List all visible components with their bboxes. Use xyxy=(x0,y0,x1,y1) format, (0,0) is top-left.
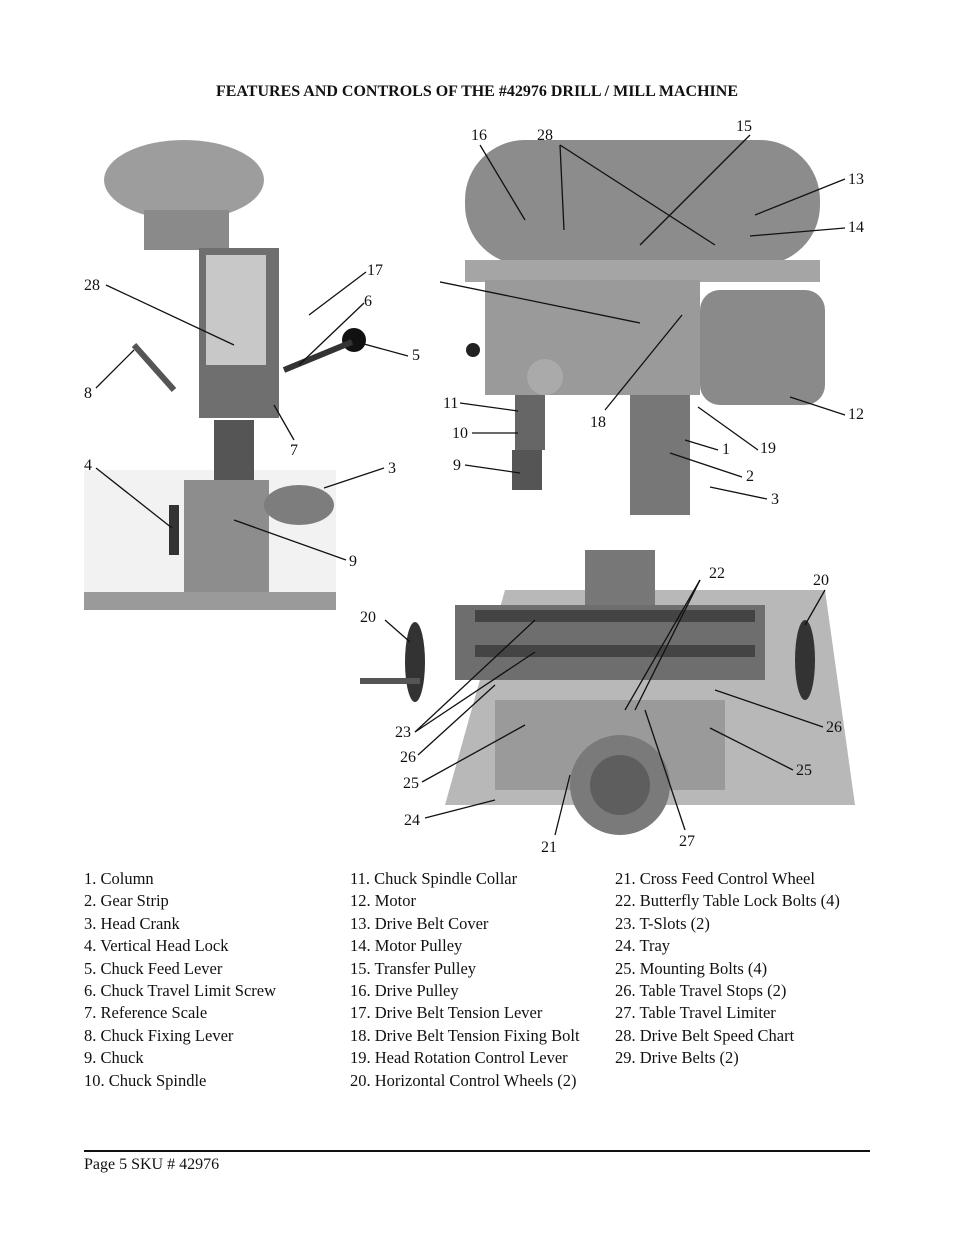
part-item: 27. Table Travel Limiter xyxy=(615,1003,776,1023)
parts-list-col1: 1. Column 2. Gear Strip 3. Head Crank 4.… xyxy=(84,868,276,1092)
part-item: 17. Drive Belt Tension Lever xyxy=(350,1003,543,1023)
callout-8: 8 xyxy=(84,385,92,402)
part-item: 1. Column xyxy=(84,869,154,888)
part-item: 18. Drive Belt Tension Fixing Bolt xyxy=(350,1025,580,1045)
part-item: 6. Chuck Travel Limit Screw xyxy=(84,981,277,1001)
callout-25-right: 25 xyxy=(796,762,812,779)
callout-3: 3 xyxy=(771,491,779,508)
part-item: 9. Chuck xyxy=(84,1048,144,1068)
front-view-figure: 28 17 6 5 8 7 4 3 9 xyxy=(84,140,420,610)
side-view-figure: 16 28 15 13 14 11 10 9 18 1 19 2 3 12 xyxy=(440,118,864,515)
callout-22: 22 xyxy=(709,565,725,582)
part-item: 16. Drive Pulley xyxy=(350,981,459,1001)
callout-19: 19 xyxy=(760,440,776,457)
callout-28: 28 xyxy=(537,127,553,144)
page-footer: Page 5 SKU # 42976 xyxy=(84,1156,220,1173)
machine-side-illustration xyxy=(465,140,825,515)
part-item: 20. Horizontal Control Wheels (2) xyxy=(350,1070,577,1090)
cross-table-illustration xyxy=(360,550,855,835)
parts-list-col3: 21. Cross Feed Control Wheel 22. Butterf… xyxy=(615,868,840,1070)
part-item: 8. Chuck Fixing Lever xyxy=(84,1025,234,1045)
part-item: 5. Chuck Feed Lever xyxy=(84,958,223,978)
part-item: 28. Drive Belt Speed Chart xyxy=(615,1025,795,1045)
part-item: 24. Tray xyxy=(615,936,671,956)
callout-12: 12 xyxy=(848,406,864,423)
parts-list-col2: 11. Chuck Spindle Collar 12. Motor 13. D… xyxy=(350,868,580,1092)
table-view-figure: 22 20 20 23 26 25 24 21 27 26 25 xyxy=(360,550,855,856)
part-item: 25. Mounting Bolts (4) xyxy=(615,958,768,978)
callout-4: 4 xyxy=(84,457,92,474)
callout-10: 10 xyxy=(452,425,468,442)
callout-23: 23 xyxy=(395,724,411,741)
callout-16: 16 xyxy=(471,127,487,144)
part-item: 19. Head Rotation Control Lever xyxy=(350,1048,568,1068)
callout-5: 5 xyxy=(412,347,420,364)
part-item: 2. Gear Strip xyxy=(84,891,169,911)
part-item: 3. Head Crank xyxy=(84,913,180,933)
part-item: 12. Motor xyxy=(350,891,416,911)
callout-25-left: 25 xyxy=(403,775,419,792)
callout-26-left: 26 xyxy=(400,749,416,766)
part-item: 13. Drive Belt Cover xyxy=(350,913,489,933)
part-item: 10. Chuck Spindle xyxy=(84,1070,207,1090)
part-item: 7. Reference Scale xyxy=(84,1003,208,1023)
part-item: 22. Butterfly Table Lock Bolts (4) xyxy=(615,891,840,911)
part-item: 29. Drive Belts (2) xyxy=(615,1048,739,1068)
callout-15: 15 xyxy=(736,118,752,135)
part-item: 14. Motor Pulley xyxy=(350,936,463,956)
callout-27: 27 xyxy=(679,833,695,850)
callout-21: 21 xyxy=(541,839,557,856)
callout-9: 9 xyxy=(349,553,357,570)
callout-2: 2 xyxy=(746,468,754,485)
callout-7: 7 xyxy=(290,442,298,459)
part-item: 15. Transfer Pulley xyxy=(350,958,477,978)
callout-17: 17 xyxy=(367,262,383,279)
callout-13: 13 xyxy=(848,171,864,188)
callout-1: 1 xyxy=(722,441,730,458)
callout-14: 14 xyxy=(848,219,864,236)
callout-18: 18 xyxy=(590,414,606,431)
callout-3: 3 xyxy=(388,460,396,477)
callout-20-right: 20 xyxy=(813,572,829,589)
machine-front-illustration xyxy=(84,140,366,610)
callout-6: 6 xyxy=(364,293,372,310)
footer-divider xyxy=(84,1150,870,1152)
callout-9: 9 xyxy=(453,457,461,474)
part-item: 26. Table Travel Stops (2) xyxy=(615,981,787,1001)
callout-26-right: 26 xyxy=(826,719,842,736)
page-title: FEATURES AND CONTROLS OF THE #42976 DRIL… xyxy=(215,83,738,100)
part-item: 23. T-Slots (2) xyxy=(615,913,710,933)
callout-24: 24 xyxy=(404,812,420,829)
callout-28: 28 xyxy=(84,277,100,294)
callout-20-left: 20 xyxy=(360,609,376,626)
part-item: 4. Vertical Head Lock xyxy=(84,936,229,956)
part-item: 11. Chuck Spindle Collar xyxy=(350,869,518,888)
callout-11: 11 xyxy=(443,395,458,412)
part-item: 21. Cross Feed Control Wheel xyxy=(615,869,815,888)
